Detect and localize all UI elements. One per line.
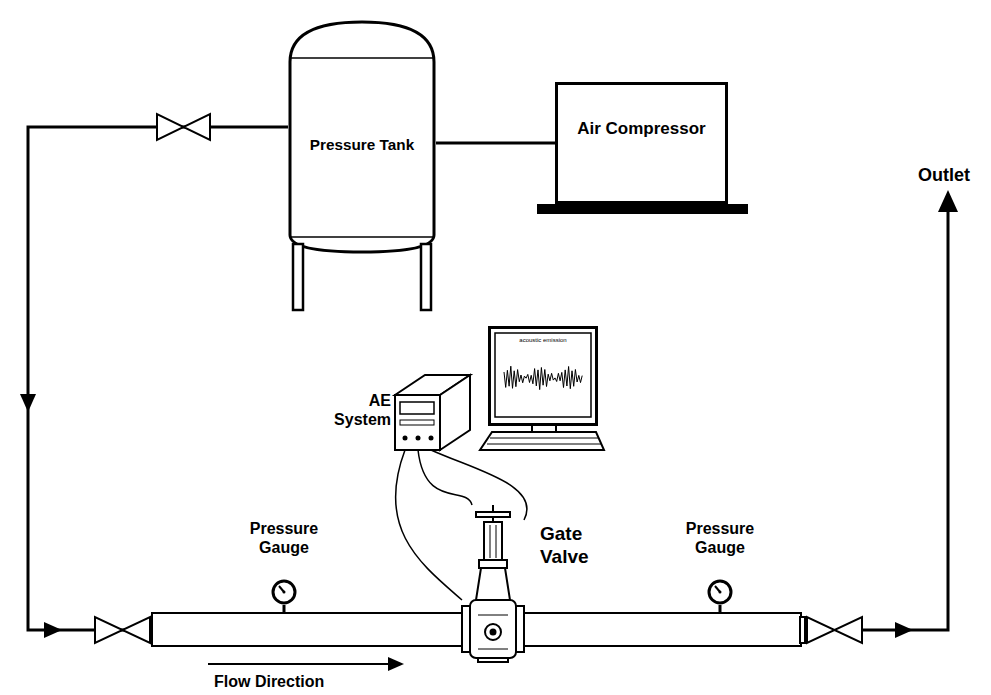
pressure-tank: Pressure Tank bbox=[288, 20, 436, 312]
flow-arrowhead bbox=[20, 394, 36, 412]
keyboard bbox=[480, 432, 604, 450]
node-label: acoustic emission bbox=[498, 337, 588, 344]
outlet-arrowhead bbox=[938, 190, 958, 212]
keyboard-row bbox=[487, 444, 601, 445]
ball-valve bbox=[807, 617, 862, 643]
flow-arrowhead bbox=[388, 657, 404, 671]
device-front bbox=[395, 395, 440, 450]
node-heading: Gate Valve bbox=[540, 523, 612, 569]
device-side bbox=[440, 375, 470, 450]
gauge-stem bbox=[719, 605, 722, 613]
pipe-line bbox=[436, 142, 555, 145]
sensor-cable bbox=[431, 450, 527, 520]
node-heading: AE System bbox=[327, 391, 391, 429]
pressure-gauge: Pressure Gauge bbox=[271, 579, 297, 605]
tank-outline bbox=[288, 20, 436, 312]
pipe-end bbox=[800, 617, 805, 643]
flow-arrowhead bbox=[44, 622, 62, 638]
gauge-dial bbox=[707, 579, 733, 605]
flow-arrowhead bbox=[895, 622, 913, 638]
node-label: Pressure Tank bbox=[288, 136, 436, 154]
outlet-line bbox=[862, 205, 948, 630]
air-compressor: Air Compressor bbox=[555, 82, 728, 204]
gauge-stem bbox=[283, 605, 286, 613]
pipe bbox=[522, 613, 801, 646]
pressure-gauge: Pressure Gauge bbox=[707, 579, 733, 605]
flow-arrow bbox=[208, 663, 390, 665]
node-heading: Pressure Gauge bbox=[234, 519, 334, 557]
device-jack bbox=[429, 436, 434, 441]
device-jack bbox=[416, 436, 421, 441]
sensor-cable bbox=[395, 450, 462, 600]
pipe bbox=[152, 613, 464, 646]
ball-valve bbox=[157, 114, 210, 140]
device-jack bbox=[403, 436, 408, 441]
outlet-label: Outlet bbox=[918, 165, 970, 186]
device-slot bbox=[400, 420, 434, 425]
ball-valve bbox=[95, 617, 150, 643]
node-heading: Pressure Gauge bbox=[670, 519, 770, 557]
ae-system: AE System bbox=[395, 395, 440, 450]
gauge-dial bbox=[271, 579, 297, 605]
device-display bbox=[400, 402, 434, 414]
keyboard-row bbox=[490, 438, 598, 439]
sensor-cable bbox=[418, 450, 472, 505]
node-label: Air Compressor bbox=[558, 119, 725, 139]
computer-monitor: acoustic emission bbox=[488, 326, 598, 426]
gate-valve-drawing bbox=[462, 505, 524, 662]
compressor-base bbox=[537, 204, 748, 214]
flow-direction-label: Flow Direction bbox=[214, 673, 324, 691]
gate-valve: Gate Valve bbox=[462, 505, 524, 662]
monitor-stand bbox=[532, 425, 556, 432]
